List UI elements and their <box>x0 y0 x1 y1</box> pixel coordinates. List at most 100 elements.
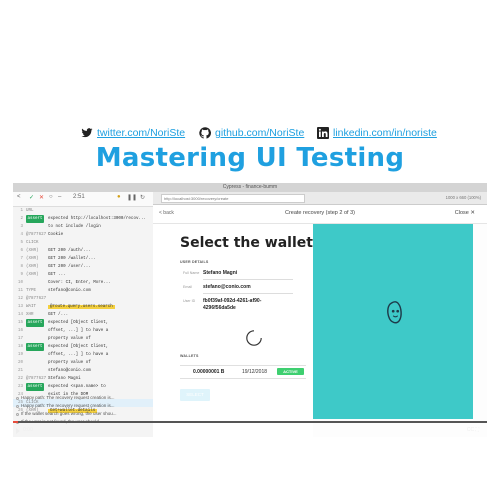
command-number: 24 <box>17 393 23 397</box>
command-number: 17 <box>17 337 23 341</box>
test-title: Happy path: The recovery request creatio… <box>21 395 115 400</box>
wallet-balance: 0.00000001 B <box>193 369 225 375</box>
command-number: 11 <box>17 289 23 293</box>
command-message: Cover: CI, Enter, More... <box>48 281 111 285</box>
command-name: (XHR) <box>26 409 39 413</box>
video-player[interactable]: Cypress - finance-bumm < ✓ ✕ ○ – 2:51 ● … <box>13 183 487 437</box>
command-name: (XHR) <box>26 249 39 253</box>
command-number: 18 <box>17 345 23 349</box>
twitter-link-group[interactable]: twitter.com/NoriSte <box>81 124 185 142</box>
command-number: 13 <box>17 305 23 309</box>
command-number: 19 <box>17 353 23 357</box>
select-button[interactable]: SELECT <box>180 389 210 401</box>
command-number: 25 <box>17 401 23 405</box>
wallet-date: 19/12/2018 <box>242 369 268 375</box>
test-item[interactable]: Happy path: The recovery request creatio… <box>13 394 153 402</box>
command-number: 7 <box>20 257 23 261</box>
command-number: 16 <box>17 329 23 333</box>
wallet-row[interactable]: 0.00000001 B 19/12/2018 ACTIVE <box>180 365 306 379</box>
linkedin-icon <box>317 127 329 139</box>
command-number: 23 <box>17 385 23 389</box>
test-item[interactable]: If the wallet search goes wrong, the use… <box>13 410 153 418</box>
pass-icon: ✓ <box>29 195 35 201</box>
back-button[interactable]: < back <box>159 210 174 216</box>
command-row[interactable]: 12@7877627 <box>13 295 153 303</box>
address-bar: http://localhost:3000/recovery/create 10… <box>153 192 487 205</box>
command-row[interactable]: 8(XHR)GET 200 /user/... <box>13 263 153 271</box>
test-status-icon <box>16 404 19 408</box>
command-number: 26 <box>17 409 23 413</box>
command-row[interactable]: 10 Cover: CI, Enter, More... <box>13 279 153 287</box>
video-progress-fill <box>13 421 18 423</box>
user-details-label: USER DETAILS <box>180 260 209 264</box>
chevron-left-icon[interactable]: < <box>17 194 21 200</box>
command-number: 12 <box>17 297 23 301</box>
field-divider <box>203 279 293 280</box>
auto-scroll-icon[interactable]: ● <box>117 194 121 200</box>
field-value-userid: fb0f39af-092d-4261-af90- 4296f56da5de <box>203 298 262 311</box>
linkedin-link-group[interactable]: linkedin.com/in/noriste <box>317 124 437 142</box>
linkedin-link[interactable]: linkedin.com/in/noriste <box>333 127 437 139</box>
command-message: expected http://localhost:3000/recov... <box>48 217 147 221</box>
command-message: GET /... <box>48 313 69 317</box>
command-message: expected [Object Client, <box>48 345 109 349</box>
field-value-fullname: Stefano Magni <box>203 270 238 276</box>
video-progress-bar[interactable] <box>13 421 487 423</box>
play-icon[interactable] <box>16 428 20 434</box>
video-time: 0:00 <box>23 427 33 433</box>
command-number: 10 <box>17 281 23 285</box>
page-title: Mastering UI Testing <box>95 143 405 173</box>
command-name: assert <box>26 343 44 351</box>
command-row[interactable]: 9(XHR)GET ... <box>13 271 153 279</box>
command-number: 1 <box>20 209 23 213</box>
url-field[interactable]: http://localhost:3000/recovery/create <box>161 194 305 203</box>
video-controls: 0:00 CC ⛶ <box>13 425 487 437</box>
command-name: WAIT <box>26 305 37 309</box>
command-number: 2 <box>20 217 23 221</box>
pause-icon[interactable]: ❚❚ <box>127 195 138 201</box>
command-row[interactable]: 26(XHR)Get+wallet.details <box>13 407 153 415</box>
social-links: twitter.com/NoriSte github.com/NoriSte l… <box>0 124 500 142</box>
restart-icon[interactable]: ↻ <box>140 195 146 201</box>
wallets-label: WALLETS <box>180 354 199 358</box>
test-title: Happy path: The recovery request creatio… <box>21 403 115 408</box>
command-message: offset, ...] ] to have a <box>48 329 109 333</box>
github-link-group[interactable]: github.com/NoriSte <box>199 124 304 142</box>
command-message: property value of <box>48 361 91 365</box>
command-row[interactable]: 6(XHR)GET 200 /auth/... <box>13 247 153 255</box>
command-row[interactable]: 16 offset, ...] ] to have a <box>13 327 153 335</box>
command-row[interactable]: 7(XHR)GET 200 /wallet/... <box>13 255 153 263</box>
twitter-icon <box>81 128 93 138</box>
test-item[interactable]: Happy path: The recovery request creatio… <box>13 402 153 410</box>
runner-toolbar: < ✓ ✕ ○ – 2:51 ● ❚❚ ↻ <box>13 192 153 207</box>
runner-timer: 2:51 <box>73 194 85 200</box>
wallet-form: Select the wallet USER DETAILS Full Name… <box>153 224 313 437</box>
command-message: Stefano Magni <box>48 377 81 381</box>
close-button[interactable]: Close ✕ <box>454 210 475 216</box>
command-name: (XHR) <box>26 265 39 269</box>
command-name: TYPE <box>26 289 37 293</box>
command-name: URL <box>26 209 34 213</box>
twitter-link[interactable]: twitter.com/NoriSte <box>97 127 186 139</box>
caption-fullscreen-controls[interactable]: CC ⛶ <box>466 427 479 433</box>
github-link[interactable]: github.com/NoriSte <box>215 127 305 139</box>
